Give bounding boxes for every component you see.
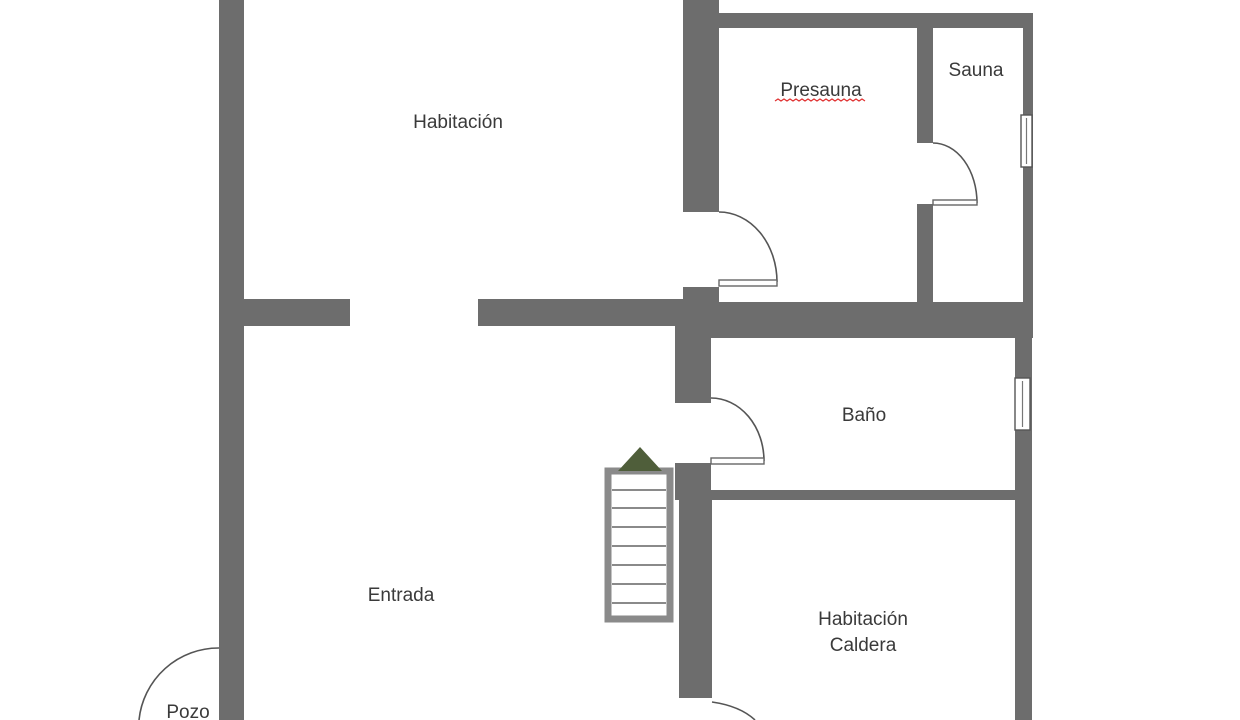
wall-presauna-west-upper [683,0,719,212]
walls [219,0,1033,720]
wall-middle-horizontal [683,302,1033,338]
door-entrada-bano [710,397,765,465]
room-label-sauna: Sauna [949,60,1004,81]
wall-east-lower [1015,336,1032,720]
wall-east-sauna [1023,13,1033,325]
wall-presauna-sauna-upper [917,28,933,143]
door-pozo [138,647,220,720]
door-habitacion-presauna [718,211,778,287]
room-label-habitacion-caldera-line2: Caldera [830,635,897,656]
wall-bano-caldera [711,490,1016,500]
wall-presauna-sauna-lower [917,204,933,302]
door-caldera-bottom [711,701,756,720]
wall-caldera-west [679,490,712,698]
door-leaf [718,279,778,287]
wall-bano-west-upper [675,326,711,403]
room-label-habitacion-caldera-line1: Habitación [818,609,908,630]
room-label-habitacion: Habitación [413,112,503,133]
wall-habitacion-south-left [244,299,350,326]
window-sauna [1020,114,1033,168]
room-label-entrada: Entrada [368,585,435,606]
wall-habitacion-south-right [478,299,688,326]
wall-west-outer [219,0,244,720]
room-label-bano: Baño [842,405,886,426]
door-leaf [710,457,765,465]
door-leaf [932,199,978,206]
wall-north-top [708,13,1031,28]
spellcheck-underline [774,98,866,102]
stair-direction-arrow-icon [618,447,662,471]
door-presauna-sauna [932,142,978,206]
room-labels: Habitación Presauna Sauna Baño Entrada H… [166,60,1004,720]
room-label-pozo: Pozo [166,702,209,720]
room-label-presauna: Presauna [780,80,862,101]
staircase [604,447,674,623]
window-bano [1014,377,1031,431]
